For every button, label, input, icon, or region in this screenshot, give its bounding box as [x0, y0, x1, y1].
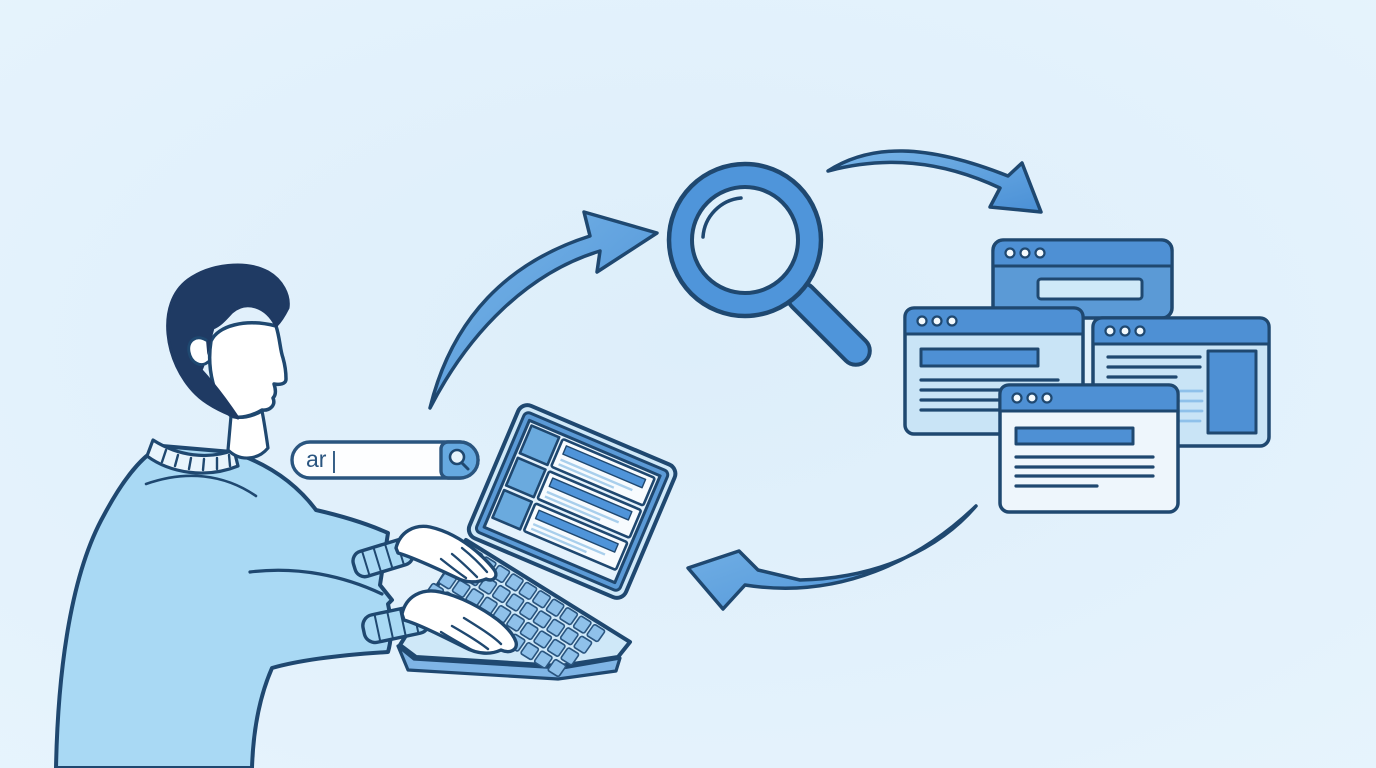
hands-and-cuffs [351, 524, 518, 655]
ear [187, 336, 210, 367]
search-bar[interactable]: ar | [290, 440, 480, 480]
finger-lines [439, 616, 503, 652]
screen-result-row [491, 488, 629, 571]
window-dot-icon [1041, 392, 1053, 404]
hair [166, 263, 290, 420]
text-lines [1106, 355, 1202, 379]
lens-shine [701, 196, 743, 239]
arrow-right-icon [826, 149, 1043, 214]
window-dot-icon [1119, 325, 1131, 337]
text-cursor: | [331, 447, 337, 473]
magnifier-icon [448, 448, 470, 471]
window-dot-icon [1011, 392, 1023, 404]
window-dot-icon [916, 315, 928, 327]
arrow-up-icon [428, 210, 659, 410]
face [207, 321, 288, 419]
hand-bottom [400, 589, 518, 655]
finger-lines [439, 546, 489, 580]
window-dot-icon [1034, 247, 1046, 259]
browser-window-back [991, 238, 1174, 320]
arrow-return-icon [686, 504, 978, 611]
collar-ribs [160, 448, 232, 472]
magnifying-glass-icon [666, 161, 872, 367]
window-dot-icon [1104, 325, 1116, 337]
screen-result-row [518, 424, 656, 507]
window-dot-icon [931, 315, 943, 327]
collar [145, 438, 240, 475]
laptop-lid [466, 403, 678, 600]
chest-seam-line [144, 474, 258, 498]
hand-top [394, 524, 498, 584]
sweater-body [54, 444, 394, 768]
laptop-front-lip [396, 644, 622, 681]
window-dot-icon [1019, 247, 1031, 259]
person-typing [54, 263, 394, 768]
image-placeholder [1206, 349, 1258, 435]
magnifier-lens [690, 185, 800, 295]
heading-bar [919, 347, 1040, 368]
result-windows [903, 238, 1271, 514]
window-dot-icon [1134, 325, 1146, 337]
screen-result-row [504, 456, 642, 539]
heading-bar [1014, 426, 1135, 446]
window-dot-icon [1004, 247, 1016, 259]
text-lines [1014, 455, 1155, 488]
window-search-field [1036, 277, 1144, 301]
window-dot-icon [946, 315, 958, 327]
window-dot-icon [1026, 392, 1038, 404]
search-query-text: ar [306, 446, 327, 472]
arm-separation-line [248, 568, 384, 596]
browser-window-front [998, 383, 1180, 514]
